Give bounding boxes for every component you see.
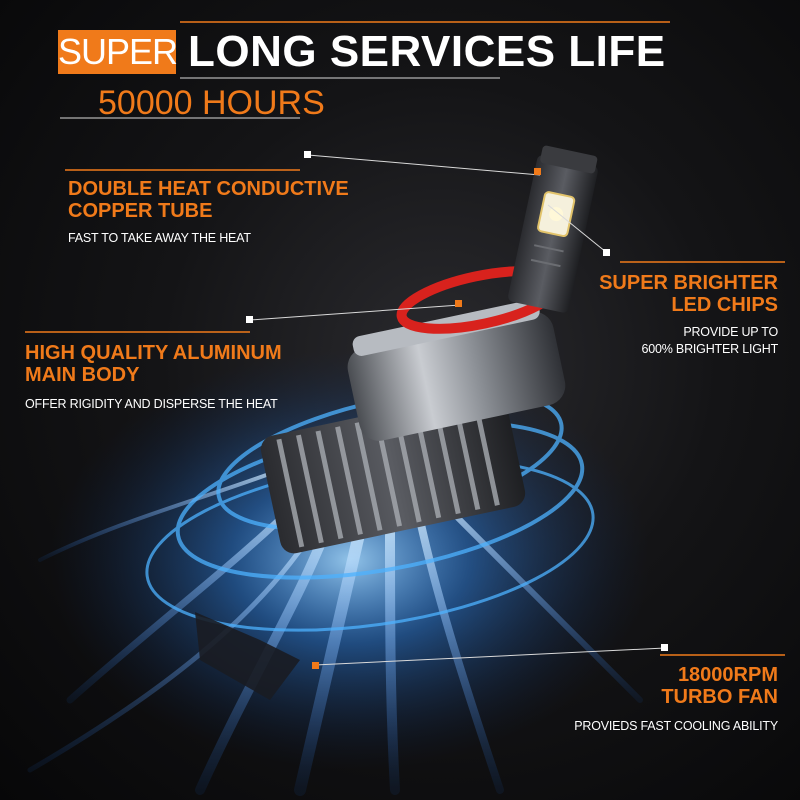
feature-chips-desc-2: 600% BRIGHTER LIGHT (641, 342, 778, 356)
feature-aluminum-title-1: HIGH QUALITY ALUMINUM (25, 342, 282, 364)
feature-copper-title-1: DOUBLE HEAT CONDUCTIVE (68, 178, 349, 200)
feature-led-chips: SUPER BRIGHTER LED CHIPS PROVIDE UP TO 6… (599, 272, 778, 358)
feature-copper-title-2: COPPER TUBE (68, 200, 213, 222)
feature-aluminum-desc: OFFER RIGIDITY AND DISPERSE THE HEAT (25, 397, 278, 411)
feature-aluminum-title-2: MAIN BODY (25, 364, 140, 386)
feature-fan-title-2: TURBO FAN (661, 686, 778, 708)
feature-chips-title-2: LED CHIPS (671, 294, 778, 316)
feature-fan-title-1: 18000RPM (677, 664, 778, 686)
header-title: LONG SERVICES LIFE (188, 27, 666, 76)
header-badge: SUPER (58, 30, 178, 74)
callout-marker (246, 151, 668, 651)
feature-turbo-fan: 18000RPM TURBO FAN PROVIEDS FAST COOLING… (574, 664, 778, 735)
feature-chips-desc-1: PROVIDE UP TO (683, 325, 778, 339)
feature-copper-desc: FAST TO TAKE AWAY THE HEAT (68, 231, 251, 245)
feature-copper-tube: DOUBLE HEAT CONDUCTIVE COPPER TUBE FAST … (68, 178, 349, 247)
feature-chips-title-1: SUPER BRIGHTER (599, 272, 778, 294)
feature-aluminum-body: HIGH QUALITY ALUMINUM MAIN BODY OFFER RI… (25, 342, 282, 413)
header-subtitle: 50000 HOURS (98, 84, 325, 122)
feature-fan-desc: PROVIEDS FAST COOLING ABILITY (574, 719, 778, 733)
